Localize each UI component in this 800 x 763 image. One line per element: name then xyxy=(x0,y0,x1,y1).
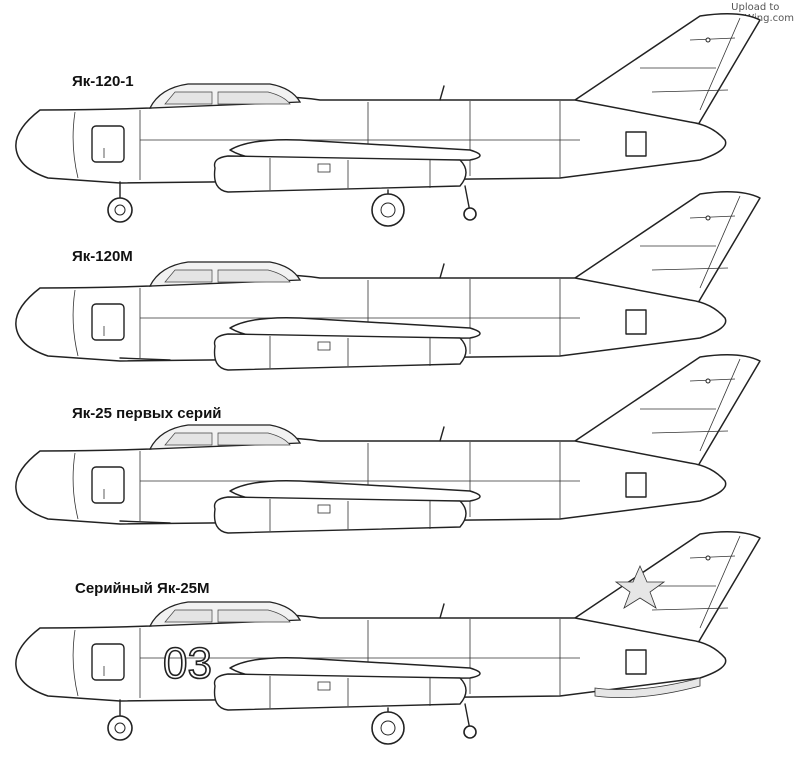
tail-fin xyxy=(574,191,761,309)
red-star-icon xyxy=(614,565,666,609)
watermark-line-2: AEWing.com xyxy=(731,13,794,24)
nacelle-panel-lines xyxy=(269,499,431,531)
radome-seam xyxy=(72,111,79,179)
radome-seam xyxy=(72,289,79,357)
nacelle-panel-lines xyxy=(269,336,431,368)
nacelle-intake-panel xyxy=(317,163,331,173)
engine-nacelle xyxy=(213,155,467,193)
canopy-rear-glass xyxy=(217,269,291,283)
tail-number: 03 xyxy=(163,639,212,688)
nose-wheel-hub xyxy=(114,204,126,216)
nacelle-intake-panel xyxy=(317,681,331,691)
spine-antenna xyxy=(439,603,445,619)
aircraft-profile-yak-25m: 03 xyxy=(15,531,761,745)
canopy-rear-glass xyxy=(217,91,291,105)
watermark-line-1: Upload to xyxy=(731,2,780,13)
radome-seam xyxy=(72,452,79,520)
tail-panel xyxy=(625,649,647,675)
aircraft-label-yak-120m: Як-120М xyxy=(72,248,133,265)
radome-seam xyxy=(72,629,79,697)
nacelle-panel-lines xyxy=(269,158,431,190)
fin-rivet xyxy=(705,378,711,384)
fin-panel-lines xyxy=(640,378,736,434)
nose-wheel-hub xyxy=(114,722,126,734)
canopy-front-glass xyxy=(164,432,213,446)
fin-rivet xyxy=(705,215,711,221)
fin-rivet xyxy=(705,37,711,43)
nose-access-panel xyxy=(91,643,125,681)
tail-panel xyxy=(625,131,647,157)
canopy-front-glass xyxy=(164,269,213,283)
engine-nacelle xyxy=(213,496,467,534)
nose-access-panel xyxy=(91,466,125,504)
nacelle-panel-lines xyxy=(269,676,431,708)
rudder-line xyxy=(699,195,741,289)
tail-camouflage-patch xyxy=(594,677,701,699)
fin-panel-lines xyxy=(640,37,736,93)
spine-antenna xyxy=(439,426,445,442)
main-wheel-hub xyxy=(380,720,396,736)
canopy-rear-glass xyxy=(217,609,291,623)
canopy-front-glass xyxy=(164,91,213,105)
tail-panel xyxy=(625,309,647,335)
outrigger-wheel xyxy=(463,207,477,221)
tail-panel xyxy=(625,472,647,498)
aircraft-profile-yak-120m xyxy=(15,191,761,371)
retracted-gear-door xyxy=(119,520,171,524)
canopy-rear-glass xyxy=(217,432,291,446)
aircraft-label-yak-25m: Серийный Як-25М xyxy=(75,580,210,597)
fin-rivet xyxy=(705,555,711,561)
nacelle-intake-panel xyxy=(317,504,331,514)
aircraft-profile-yak-120-1 xyxy=(15,13,761,227)
spine-antenna xyxy=(439,85,445,101)
outrigger-wheel xyxy=(463,725,477,739)
aircraft-label-yak-25-early: Як-25 первых серий xyxy=(72,405,222,422)
fin-panel-lines xyxy=(640,215,736,271)
rudder-line xyxy=(699,17,741,111)
tail-fin xyxy=(574,531,761,649)
retracted-gear-door xyxy=(119,357,171,361)
rudder-line xyxy=(699,358,741,452)
engine-nacelle xyxy=(213,673,467,711)
nose-access-panel xyxy=(91,125,125,163)
engine-nacelle xyxy=(213,333,467,371)
aircraft-profile-yak-25-early xyxy=(15,354,761,534)
rudder-line xyxy=(699,535,741,629)
nacelle-intake-panel xyxy=(317,341,331,351)
canopy-front-glass xyxy=(164,609,213,623)
watermark: Upload to AEWing.com xyxy=(731,2,794,24)
aircraft-label-yak-120-1: Як-120-1 xyxy=(72,73,134,90)
nose-access-panel xyxy=(91,303,125,341)
spine-antenna xyxy=(439,263,445,279)
main-wheel-hub xyxy=(380,202,396,218)
tail-fin xyxy=(574,354,761,472)
tail-fin xyxy=(574,13,761,131)
